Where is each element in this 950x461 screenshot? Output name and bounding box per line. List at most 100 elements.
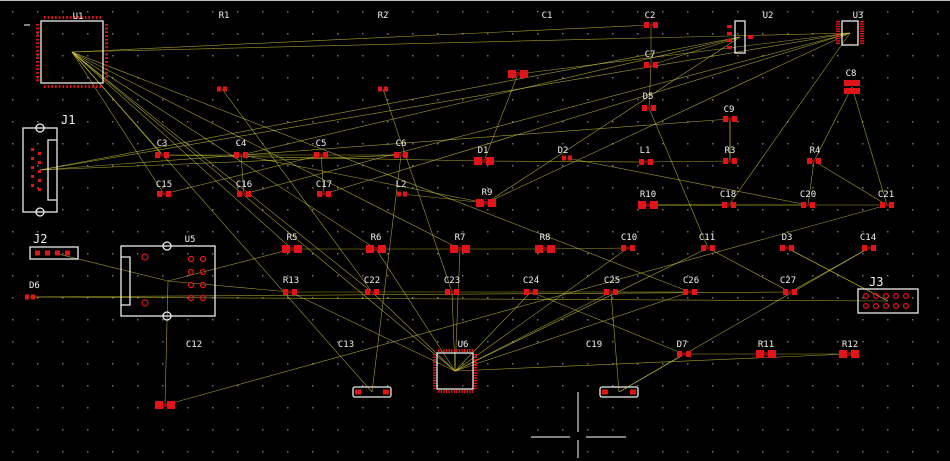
footprint-u2[interactable]: U2 (727, 11, 774, 54)
refdes-d3: D3 (782, 233, 793, 243)
refdes-c13: C13 (338, 340, 354, 350)
refdes-u3: U3 (853, 11, 864, 21)
footprint-r13[interactable]: R13 (283, 276, 299, 295)
refdes-u6: U6 (458, 340, 469, 350)
footprint-c18[interactable]: C18 (720, 190, 736, 208)
footprint-c26[interactable]: C26 (683, 276, 699, 295)
refdes-r2: R2 (378, 11, 389, 21)
footprint-c12[interactable]: C12 (155, 340, 202, 409)
refdes-c5: C5 (316, 139, 327, 149)
footprint-r3[interactable]: R3 (723, 146, 737, 164)
footprint-c7[interactable]: C7 (644, 50, 658, 68)
footprint-c10[interactable]: C10 (621, 233, 637, 251)
footprint-r6[interactable]: R6 (366, 233, 386, 253)
refdes-d2: D2 (558, 146, 569, 156)
refdes-c15: C15 (156, 180, 172, 190)
footprint-r7[interactable]: R7 (450, 233, 470, 253)
refdes-r9: R9 (482, 188, 493, 198)
footprint-u6[interactable]: U6 (433, 340, 477, 393)
footprint-r11[interactable]: R11 (756, 340, 776, 358)
refdes-c25: C25 (604, 276, 620, 286)
cursor-crosshair (531, 392, 626, 458)
footprint-c27[interactable]: C27 (780, 276, 797, 295)
footprint-r9[interactable]: R9 (476, 188, 496, 207)
footprint-j2[interactable]: J2 (29, 232, 79, 260)
footprint-d5[interactable]: D5 (642, 92, 656, 111)
footprint-c16[interactable]: C16 (236, 180, 252, 197)
refdes-c27: C27 (780, 276, 796, 286)
refdes-r1: R1 (219, 11, 230, 21)
footprint-u5[interactable]: U5 (120, 235, 216, 321)
refdes-c8: C8 (846, 69, 857, 79)
refdes-d5: D5 (643, 92, 654, 102)
refdes-c4: C4 (236, 139, 247, 149)
refdes-c23: C23 (444, 276, 460, 286)
footprint-c5[interactable]: C5 (314, 139, 328, 158)
refdes-r11: R11 (758, 340, 774, 350)
refdes-c2: C2 (645, 11, 656, 21)
footprint-j1[interactable]: J1 (22, 113, 75, 217)
footprint-l2[interactable]: L2 (396, 180, 407, 197)
refdes-d6: D6 (29, 281, 40, 291)
ratsnest-lines (29, 24, 889, 406)
refdes-r3: R3 (725, 146, 736, 156)
footprint-c1[interactable]: C1 (508, 11, 552, 78)
refdes-u2: U2 (763, 11, 774, 21)
refdes-c11: C11 (699, 233, 715, 243)
footprint-c14[interactable]: C14 (860, 233, 876, 251)
footprint-r12[interactable]: R12 (839, 340, 859, 358)
footprint-r4[interactable]: R4 (807, 146, 821, 164)
refdes-j2: J2 (33, 232, 47, 246)
footprint-d3[interactable]: D3 (780, 233, 794, 251)
footprint-d6[interactable]: D6 (25, 281, 40, 300)
footprint-j3[interactable]: J3 (857, 275, 919, 314)
refdes-c20: C20 (800, 190, 816, 200)
refdes-r12: R12 (842, 340, 858, 350)
refdes-c21: C21 (878, 190, 894, 200)
footprint-c11[interactable]: C11 (699, 233, 715, 251)
footprint-c6[interactable]: C6 (394, 139, 408, 158)
refdes-c12: C12 (186, 340, 202, 350)
footprint-c15[interactable]: C15 (156, 180, 172, 197)
footprint-c19[interactable]: C19 (586, 340, 639, 398)
refdes-d7: D7 (677, 340, 688, 350)
footprint-d7[interactable]: D7 (677, 340, 691, 357)
footprint-r10[interactable]: R10 (638, 190, 658, 209)
footprint-c4[interactable]: C4 (234, 139, 248, 158)
footprint-c20[interactable]: C20 (800, 190, 816, 208)
footprint-u3[interactable]: U3 (836, 11, 864, 46)
footprint-c17[interactable]: C17 (316, 180, 332, 197)
footprint-c24[interactable]: C24 (523, 276, 539, 295)
footprint-c25[interactable]: C25 (604, 276, 620, 295)
footprint-r5[interactable]: R5 (282, 233, 302, 253)
refdes-c16: C16 (236, 180, 252, 190)
refdes-r4: R4 (810, 146, 821, 156)
refdes-c22: C22 (364, 276, 380, 286)
footprint-c22[interactable]: C22 (364, 276, 380, 295)
footprint-c9[interactable]: C9 (723, 105, 737, 122)
refdes-r8: R8 (540, 233, 551, 243)
refdes-c18: C18 (720, 190, 736, 200)
refdes-c3: C3 (157, 139, 168, 149)
refdes-c24: C24 (523, 276, 539, 286)
refdes-c19: C19 (586, 340, 602, 350)
footprint-c23[interactable]: C23 (444, 276, 460, 295)
footprint-c13[interactable]: C13 (338, 340, 392, 398)
footprint-d1[interactable]: D1 (474, 146, 494, 165)
footprint-d2[interactable]: D2 (558, 146, 572, 161)
refdes-c14: C14 (860, 233, 876, 243)
footprint-r1[interactable]: R1 (217, 11, 229, 92)
footprint-c21[interactable]: C21 (878, 190, 894, 208)
footprint-u1[interactable]: U1 (24, 12, 108, 88)
footprint-r2[interactable]: R2 (378, 11, 389, 92)
footprint-c3[interactable]: C3 (155, 139, 169, 158)
footprint-r8[interactable]: R8 (535, 233, 555, 253)
footprint-l1[interactable]: L1 (639, 146, 653, 165)
refdes-l1: L1 (640, 146, 651, 156)
refdes-d1: D1 (478, 146, 489, 156)
refdes-c1: C1 (542, 11, 553, 21)
footprint-c2[interactable]: C2 (644, 11, 658, 28)
refdes-r5: R5 (287, 233, 298, 243)
footprint-c8[interactable]: C8 (844, 69, 860, 94)
